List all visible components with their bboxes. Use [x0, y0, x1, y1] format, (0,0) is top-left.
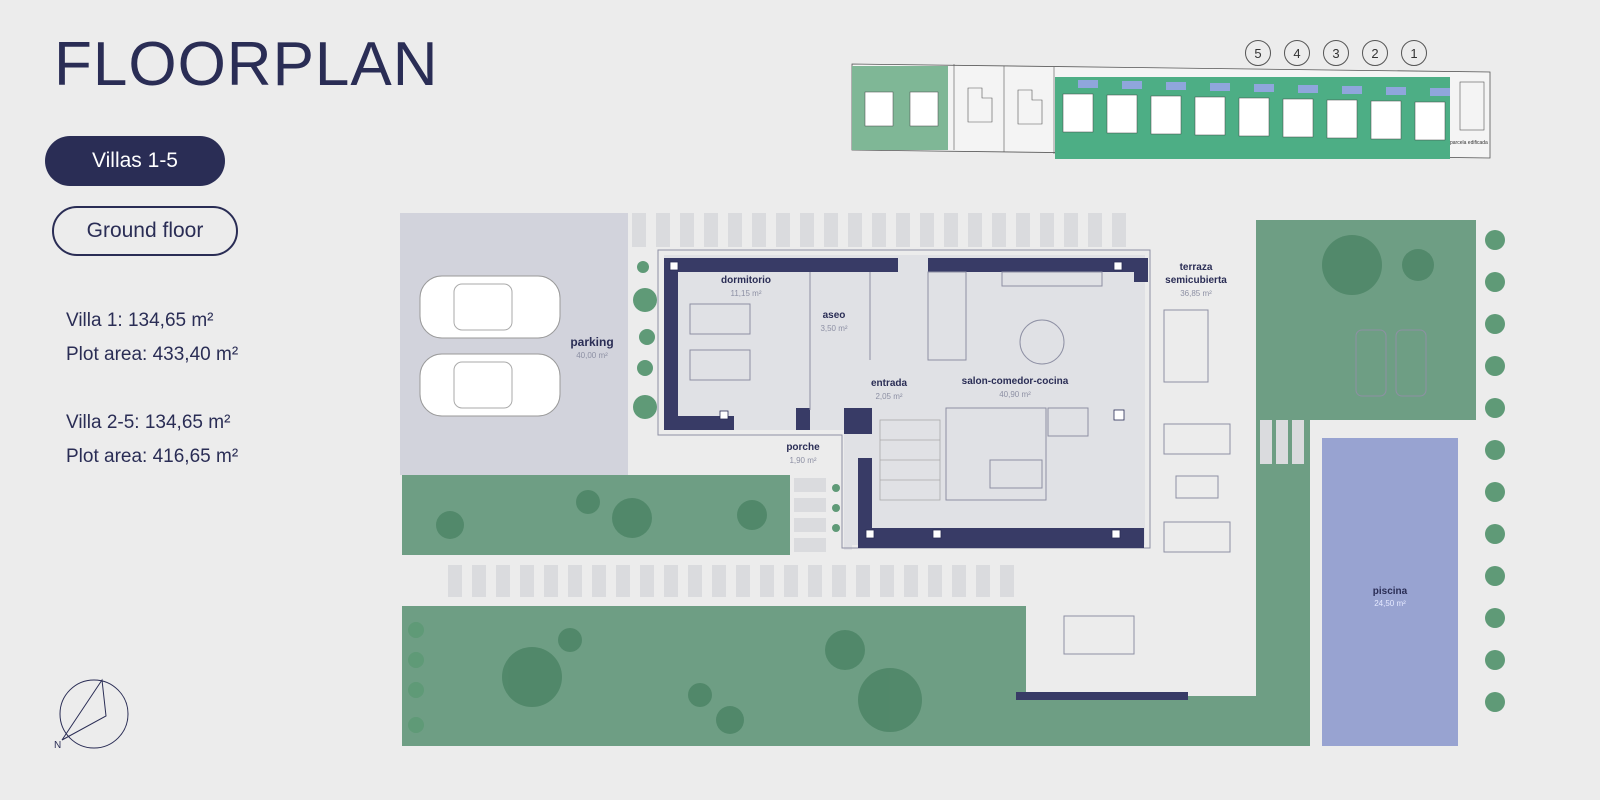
room-area-parking: 40,00 m² [576, 351, 608, 360]
room-label-terraza: terraza [1180, 262, 1213, 273]
room-area-salon: 40,90 m² [999, 390, 1031, 399]
room-area-aseo: 3,50 m² [820, 324, 847, 333]
villa-number-2[interactable]: 2 [1362, 40, 1388, 66]
room-label-salon: salon-comedor-cocina [962, 376, 1069, 387]
villa25-plot-area: Plot area: 416,65 m² [66, 446, 239, 467]
room-area-porche: 1,90 m² [789, 456, 816, 465]
villa1-plot-area: Plot area: 433,40 m² [66, 344, 239, 365]
villa-number-1[interactable]: 1 [1401, 40, 1427, 66]
room-area-terraza: 36,85 m² [1180, 289, 1212, 298]
site-plan: parcela edificada [851, 63, 1491, 159]
ground-floor-button[interactable]: Ground floor [52, 206, 238, 256]
villa25-area: Villa 2-5: 134,65 m² [66, 412, 231, 433]
villa-number-4[interactable]: 4 [1284, 40, 1310, 66]
villas-button[interactable]: Villas 1-5 [45, 136, 225, 186]
room-label-parking: parking [570, 335, 613, 349]
room-label-aseo: aseo [823, 310, 846, 321]
villa-number-selector: 5 4 3 2 1 [1245, 40, 1427, 66]
compass-north-label: N [54, 740, 61, 751]
room-area-piscina: 24,50 m² [1374, 599, 1406, 608]
villa1-area: Villa 1: 134,65 m² [66, 310, 214, 331]
page-title: FLOORPLAN [54, 30, 439, 99]
room-label-terraza-2: semicubierta [1165, 275, 1227, 286]
room-area-entrada: 2,05 m² [875, 392, 902, 401]
room-label-dormitorio: dormitorio [721, 275, 771, 286]
compass-icon: N [54, 678, 129, 751]
room-label-entrada: entrada [871, 378, 908, 389]
villa-number-3[interactable]: 3 [1323, 40, 1349, 66]
room-label-piscina: piscina [1373, 586, 1408, 597]
villa-number-5[interactable]: 5 [1245, 40, 1271, 66]
site-note: parcela edificada [1450, 140, 1488, 146]
room-area-dormitorio: 11,15 m² [731, 289, 762, 298]
area-stats: Villa 1: 134,65 m² Plot area: 433,40 m² … [66, 304, 238, 474]
room-label-porche: porche [786, 442, 820, 453]
